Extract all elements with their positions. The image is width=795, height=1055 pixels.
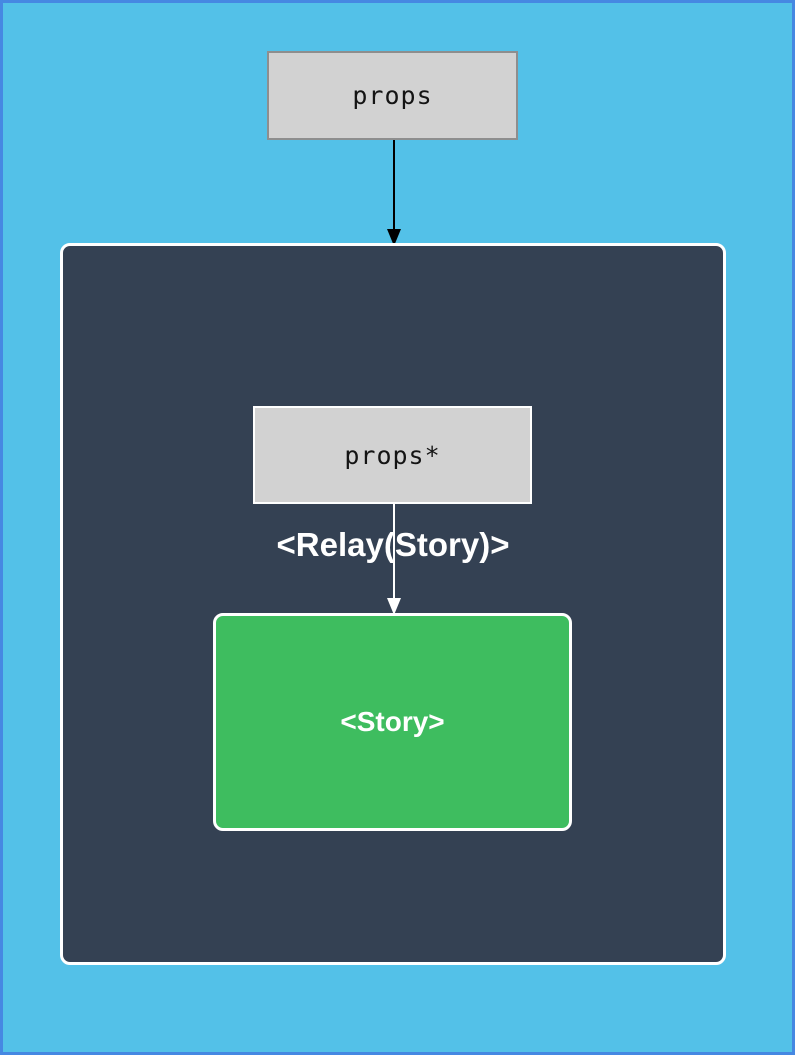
outer-props-label: props (352, 81, 433, 110)
arrow-shaft (393, 140, 395, 230)
arrow-shaft (393, 504, 395, 599)
arrowhead-down-icon (387, 598, 401, 615)
arrow-props-to-story (387, 504, 401, 615)
arrowhead-down-icon (387, 229, 401, 246)
inner-props-label: props* (344, 440, 441, 470)
story-label: <Story> (340, 706, 445, 737)
arrow-props-to-relay (387, 140, 401, 246)
outer-props-box: props (267, 51, 518, 140)
inner-props-box: props* (253, 406, 532, 504)
story-box: <Story> (213, 613, 572, 831)
